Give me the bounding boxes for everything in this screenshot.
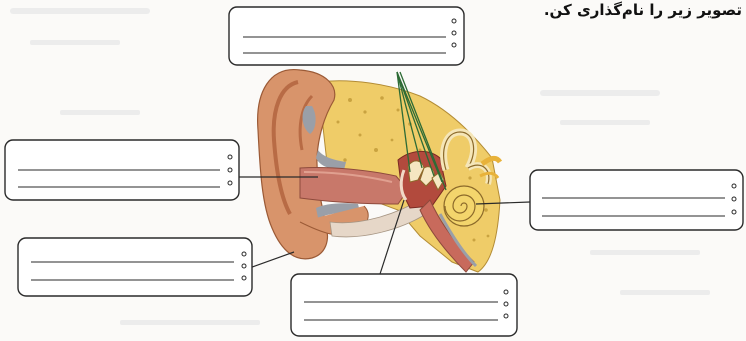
answer-box-left-lower[interactable] [18,238,252,296]
answer-box-left-upper[interactable] [5,140,239,200]
answer-box-bottom[interactable] [291,274,517,336]
cochlea [444,186,484,226]
leader-line-bottom [380,200,404,274]
ear-cross-section-illustration [258,70,500,272]
answer-box-top[interactable] [229,7,464,65]
answer-box-right[interactable] [530,170,743,230]
